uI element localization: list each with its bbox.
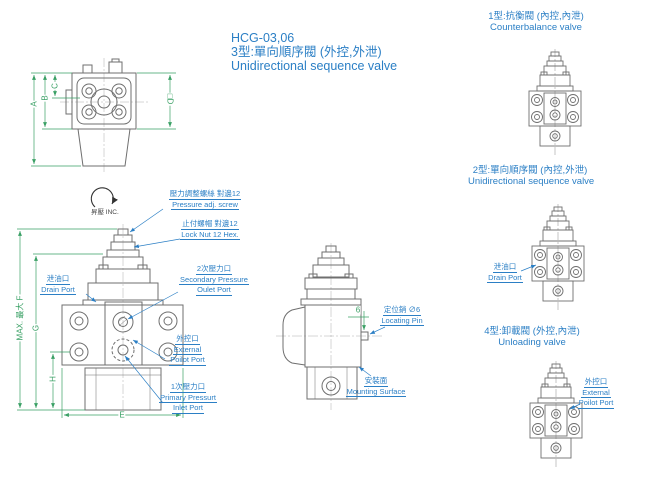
dim-pin-offset: 6 [354,305,362,315]
dim-a: A [29,100,39,108]
front-view-drawing [61,224,184,418]
external-en1: External [172,344,203,355]
locating-zh: 定位銷 ∅6 [382,305,422,316]
callout-external-pilot-type4: 外控口 External Poilot Port [568,377,624,409]
top-view-dimensions [31,72,176,167]
page-title-block: HCG-03,06 3型:單向順序閥 (外控,外泄) Unidirectiona… [231,31,397,73]
primary-en2: Inlet Port [171,403,204,414]
secondary-en2: Oulet Port [196,285,232,296]
variant-1-zh: 1型:抗衡閥 (內控,內泄) [488,11,584,22]
external4-en2: Poilot Port [577,398,615,409]
callout-leader-lines [85,208,581,410]
pressure-adj-en: Pressure adj. screw [171,199,239,210]
lock-nut-zh: 止付螺帽 對邊12 [181,219,239,230]
model-number: HCG-03,06 [231,31,295,45]
callout-primary-inlet-port: 1次壓力口 Primary Pressurt Inlet Port [155,382,221,414]
dim-f: MAX. 最大 F [14,294,26,342]
pressure-adj-zh: 壓力調整螺絲 對邊12 [168,189,242,200]
mounting-zh: 安裝面 [363,376,389,387]
callout-pressure-adj-screw: 壓力調整螺絲 對邊12 Pressure adj. screw [161,189,249,210]
callout-secondary-outlet-port: 2次壓力口 Secondary Pressure Oulet Port [178,264,250,296]
variant-1-heading: 1型:抗衡閥 (內控,內泄) Counterbalance valve [480,11,592,33]
callout-external-pilot-port: 外控口 External Poilot Port [160,334,215,366]
dim-h: H [48,375,58,383]
variant-4-zh: 4型:卸載閥 (外控,內泄) [484,326,580,337]
primary-zh: 1次壓力口 [169,382,207,393]
top-view-drawing [60,58,150,172]
dim-d: □D [165,92,175,106]
variant-1-en: Counterbalance valve [490,21,582,33]
lock-nut-en: Lock Nut 12 Hex. [180,229,240,240]
callout-lock-nut: 止付螺帽 對邊12 Lock Nut 12 Hex. [175,219,245,240]
valve-type2-drawing [531,203,585,311]
external-zh: 外控口 [175,334,200,345]
external4-en1: External [581,387,611,398]
side-view-drawing [276,243,384,410]
dim-c: C [50,82,60,90]
locating-en: Locating Pin [380,315,424,326]
variant-2-heading: 2型:單向順序閥 (內控,外泄) Unidirectional sequence… [468,165,595,187]
secondary-en1: Secondary Pressure [179,274,249,285]
secondary-zh: 2次壓力口 [195,264,233,275]
dim-e: E [118,410,126,420]
valve-type-title-zh: 3型:單向順序閥 (外控,外泄) [231,45,382,59]
drain-en: Drain Port [40,284,76,295]
dim-b: B [40,94,50,102]
callout-locating-pin: 定位銷 ∅6 Locating Pin [374,305,430,326]
variant-4-heading: 4型:卸載閥 (外控,內泄) Unloading valve [480,326,584,348]
primary-en1: Primary Pressurt [159,392,217,403]
variant-4-en: Unloading valve [498,336,566,348]
variant-2-zh: 2型:單向順序閥 (內控,外泄) [472,165,588,176]
valve-type-title-en: Unidirectional sequence valve [231,59,398,73]
pressure-increase-label: 昇壓 INC. [91,209,119,216]
side-view-dimensions [348,311,369,330]
drain-zh: 泄油口 [45,274,71,285]
callout-mounting-surface: 安裝面 Mounting Surface [342,376,410,397]
valve-type1-drawing [528,48,582,156]
mounting-en: Mounting Surface [345,386,407,397]
external-en2: Poilot Port [169,355,206,366]
dim-g: G [31,323,41,333]
drain2-zh: 泄油口 [492,262,518,273]
rotation-arrow-icon [90,187,119,208]
callout-drain-port-type2: 泄油口 Drain Port [483,262,527,283]
external4-zh: 外控口 [583,377,609,388]
callout-drain-port: 泄油口 Drain Port [28,274,88,295]
variant-2-en: Unidirectional sequence valve [468,175,595,187]
drain2-en: Drain Port [487,272,523,283]
